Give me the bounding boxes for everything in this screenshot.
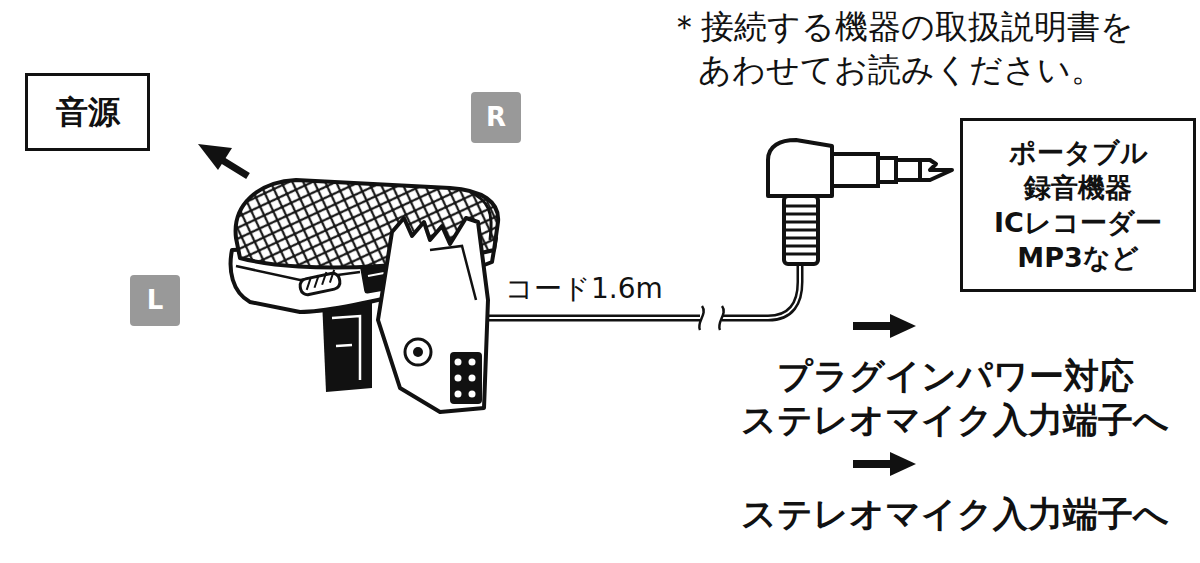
mini-plug [768, 140, 952, 264]
node-text: 音源 [56, 93, 120, 131]
cord [478, 262, 800, 330]
direction-arrow [198, 144, 248, 176]
channel-badge: R [471, 92, 521, 143]
node-text: R [486, 102, 506, 133]
node-text: ポータブル 録音機器 ICレコーダー MP3など [972, 135, 1184, 275]
channel-badge: L [130, 275, 180, 326]
note-text: ＊接続する機器の取扱説明書を あわせてお読みください。 [628, 6, 1173, 92]
pointer-arrow [853, 452, 916, 476]
source-box: 音源 [25, 73, 150, 151]
input-note: プラグインパワー対応 ステレオマイク入力端子へ [715, 355, 1195, 443]
node-text: L [147, 285, 164, 316]
input-note: ステレオマイク入力端子へ [715, 493, 1195, 537]
device-box: ポータブル 録音機器 ICレコーダー MP3など [960, 118, 1196, 292]
cord-length: コード1.6m [505, 272, 735, 306]
clip [378, 218, 488, 412]
pointer-arrow [853, 314, 916, 338]
